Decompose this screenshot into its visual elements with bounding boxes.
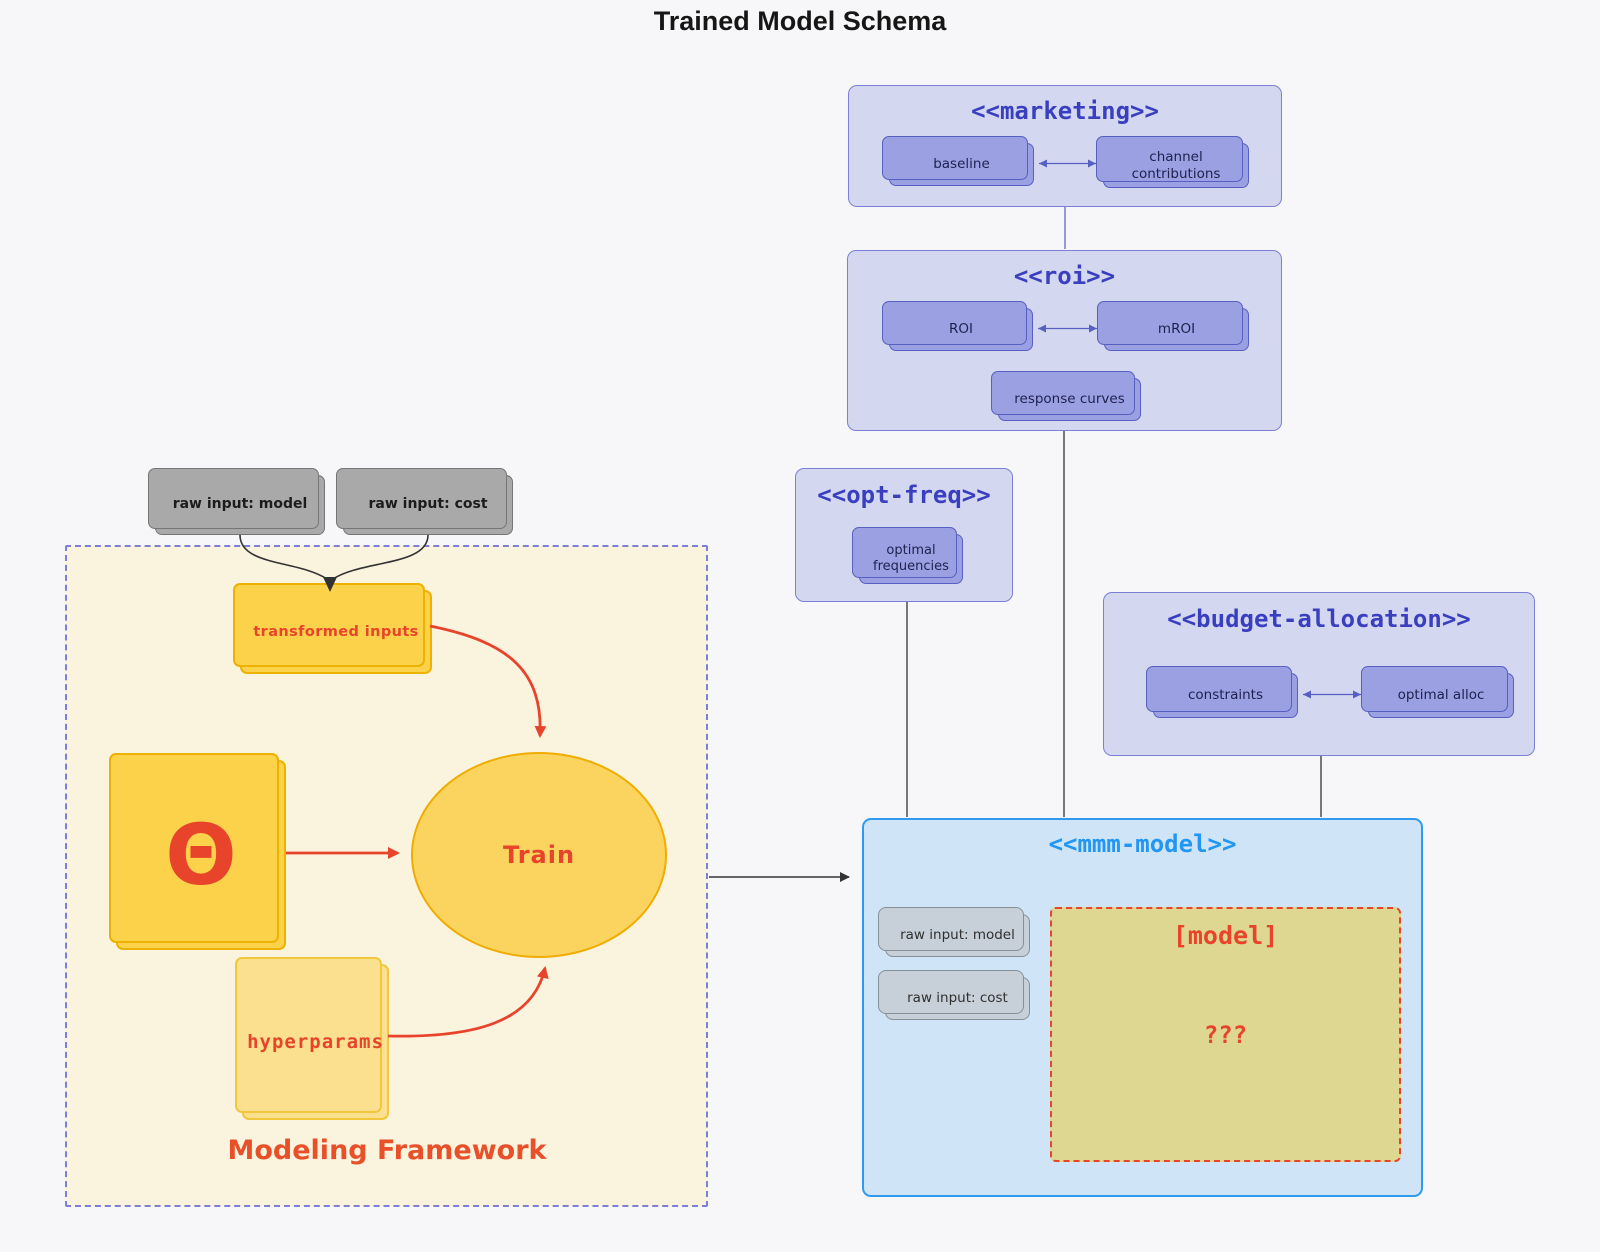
group-marketing: <<marketing>> baseline channel contribut… xyxy=(848,85,1282,207)
model-box-title: [model] xyxy=(1172,921,1279,950)
diagram-title: Trained Model Schema xyxy=(653,6,947,36)
node-baseline: baseline xyxy=(889,143,1034,186)
group-modeling-framework: transformed inputs Θ Train hyperparams M… xyxy=(65,545,708,1207)
node-hyperparams: hyperparams xyxy=(242,964,389,1120)
node-optimal-alloc: optimal alloc xyxy=(1368,673,1514,718)
node-raw-input-model-mmm: raw input: model xyxy=(885,914,1030,957)
group-opt-freq: <<opt-freq>> optimal frequencies xyxy=(795,468,1013,602)
node-roi: ROI xyxy=(889,308,1033,351)
node-raw-input-cost-mmm: raw input: cost xyxy=(885,977,1030,1020)
group-mmm-model-title: <<mmm-model>> xyxy=(1048,830,1237,858)
group-roi: <<roi>> ROI mROI response curves xyxy=(847,250,1282,431)
node-theta: Θ xyxy=(116,760,286,950)
modeling-framework-label: Modeling Framework xyxy=(227,1135,547,1166)
group-budget-allocation-title: <<budget-allocation>> xyxy=(1167,605,1471,633)
node-raw-input-model: raw input: model xyxy=(155,475,325,535)
node-constraints: constraints xyxy=(1153,673,1298,718)
group-budget-allocation: <<budget-allocation>> constraints optima… xyxy=(1103,592,1535,756)
node-raw-input-cost: raw input: cost xyxy=(343,475,513,535)
group-opt-freq-title: <<opt-freq>> xyxy=(817,481,991,509)
train-label: Train xyxy=(502,841,576,869)
group-marketing-title: <<marketing>> xyxy=(971,97,1159,125)
node-response-curves: response curves xyxy=(998,378,1141,421)
node-mroi: mROI xyxy=(1104,308,1249,351)
group-mmm-model: <<mmm-model>> raw input: model raw input… xyxy=(862,818,1423,1197)
node-transformed-inputs: transformed inputs xyxy=(240,590,432,674)
model-placeholder-box: [model] ??? xyxy=(1050,907,1401,1162)
node-train: Train xyxy=(411,752,667,958)
group-roi-title: <<roi>> xyxy=(1013,262,1116,290)
node-channel-contributions: channel contributions xyxy=(1103,143,1249,188)
model-box-question-marks: ??? xyxy=(1203,1021,1248,1049)
node-optimal-frequencies: optimal frequencies xyxy=(859,534,963,584)
